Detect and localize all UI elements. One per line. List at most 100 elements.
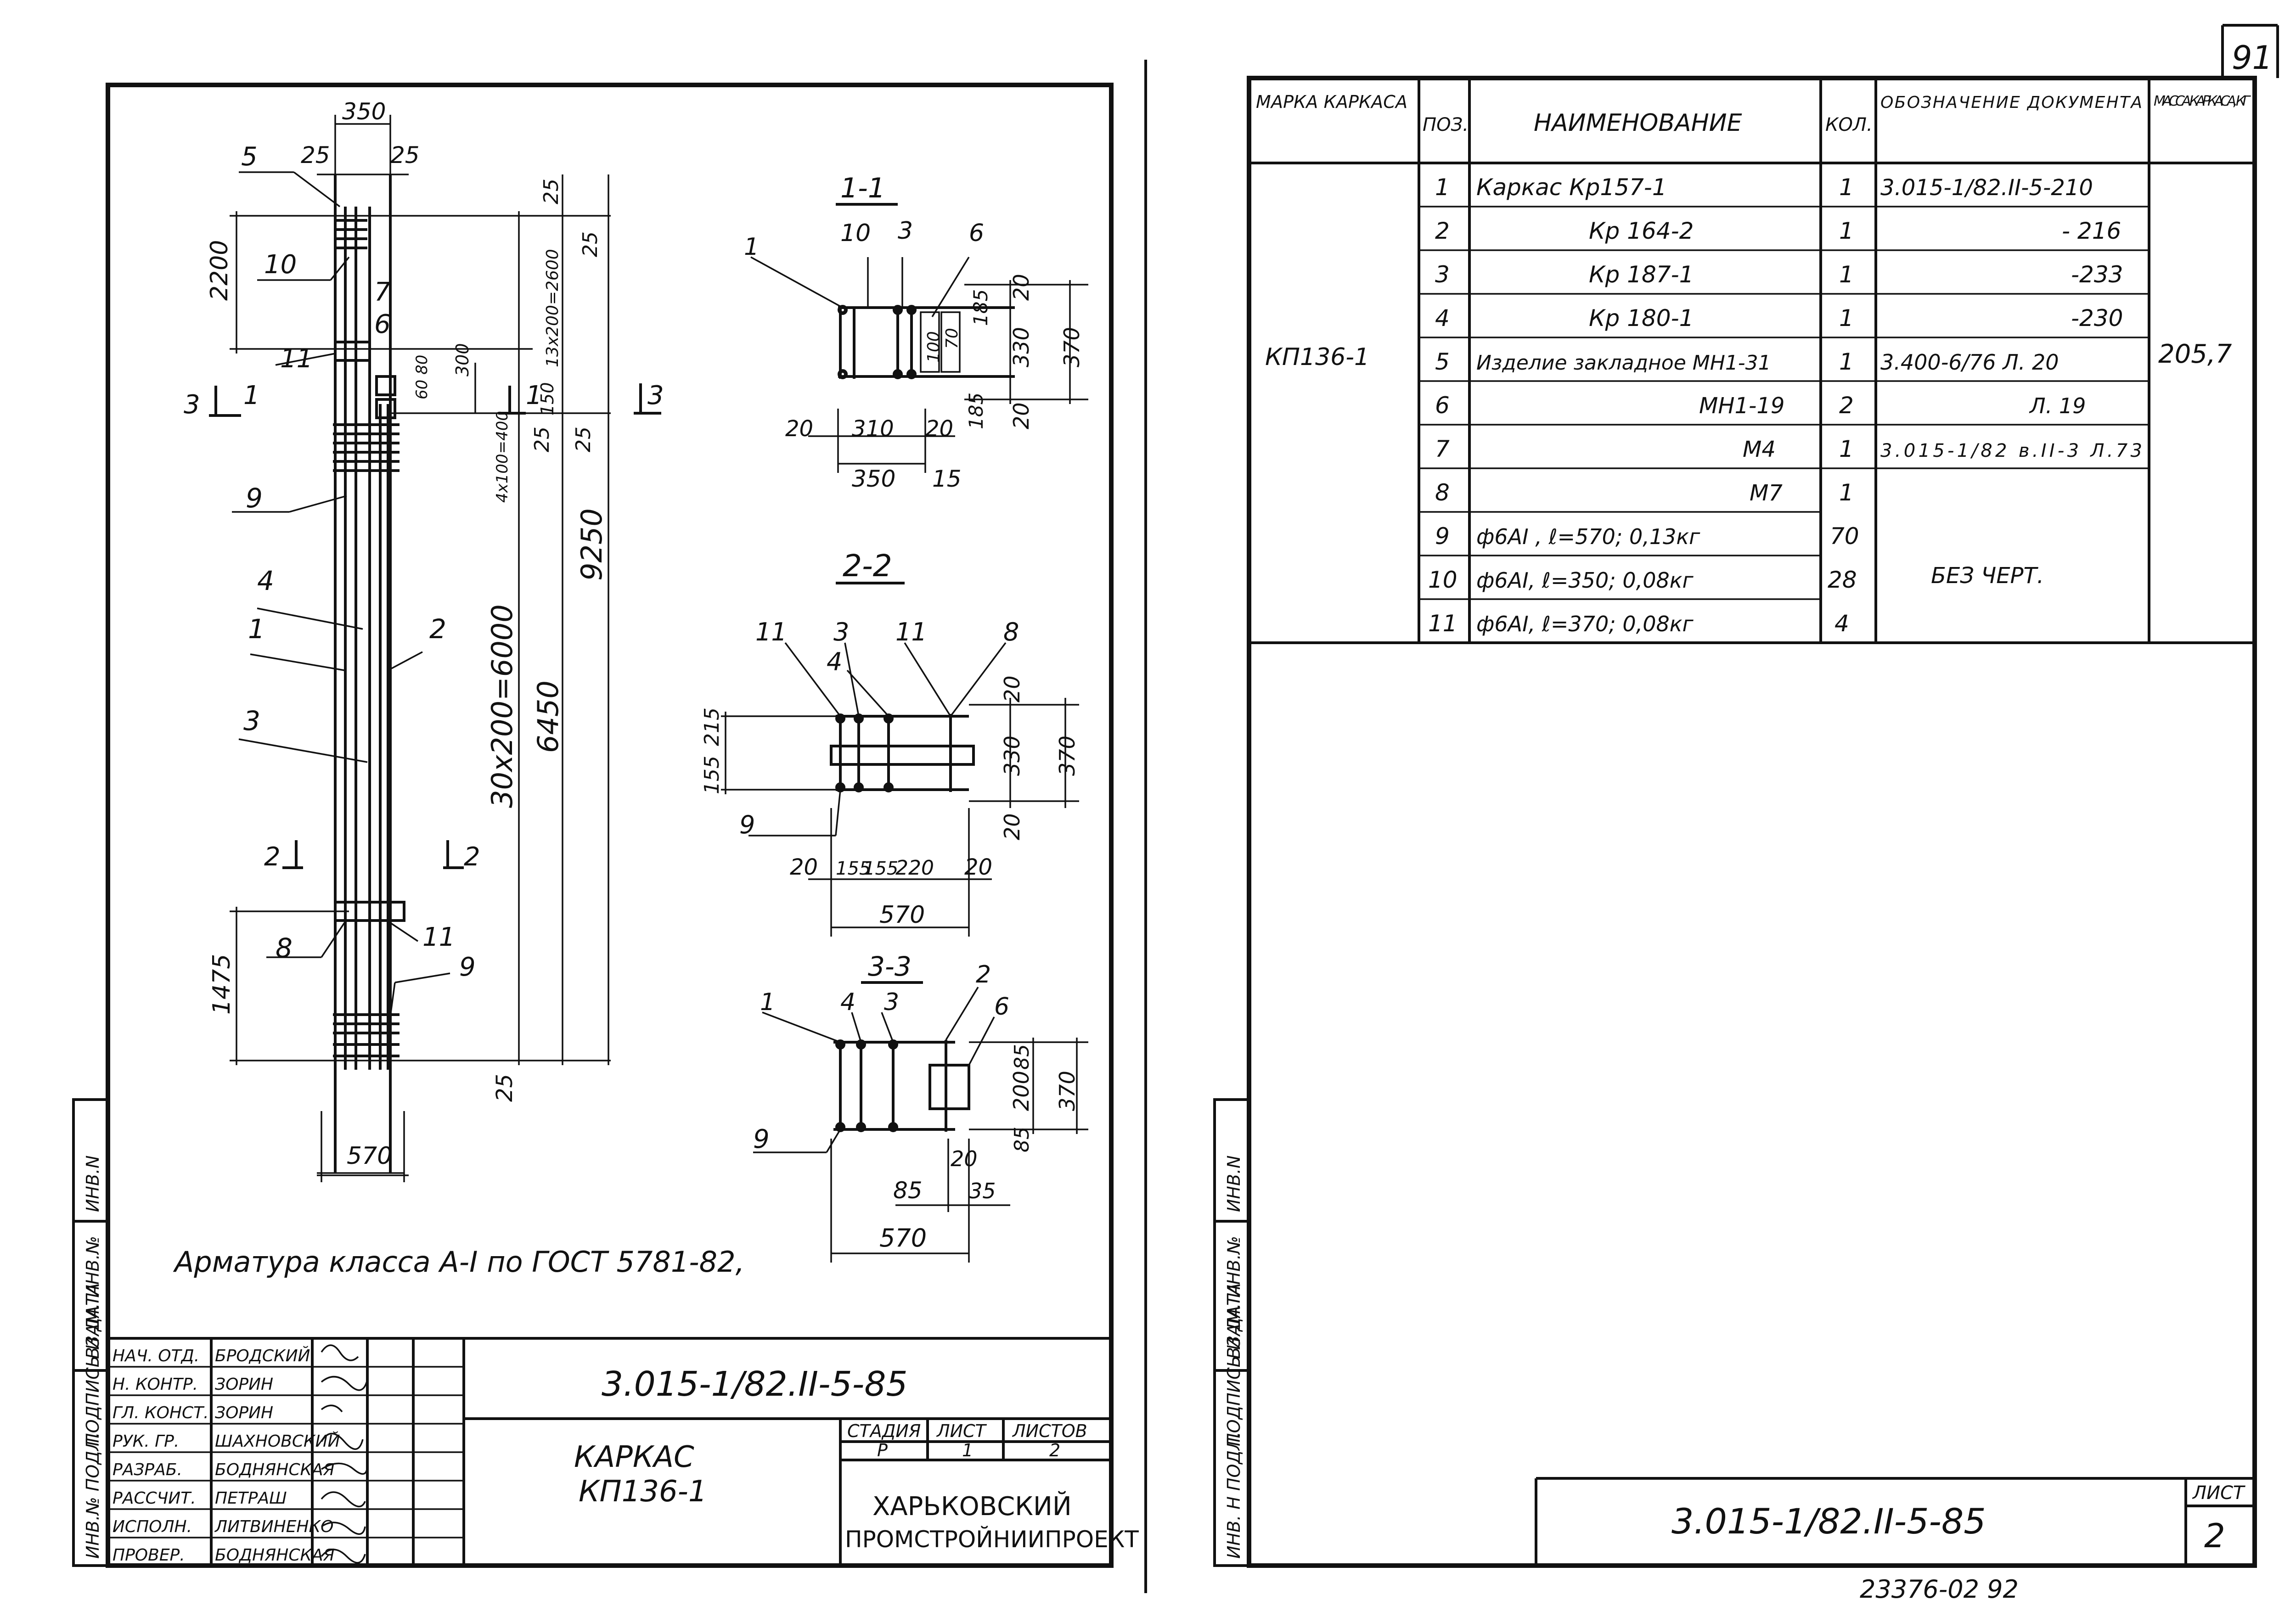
- dim-top-width: 350: [342, 98, 386, 125]
- corner-stamp: 91: [2232, 39, 2273, 77]
- row-doc: - 216: [2062, 218, 2121, 244]
- s22-callout-11-right: 11: [895, 618, 927, 646]
- spec-rows: 1 Каркас Кр157-1 1 3.015-1/82.II-5-210 2…: [1428, 174, 2142, 637]
- s33-dim-200: 200: [1009, 1071, 1034, 1111]
- s11-dim-100: 100: [924, 331, 943, 363]
- staff-name: БОДНЯНСКАЯ: [215, 1460, 335, 1479]
- staff-role: ПРОВЕР.: [113, 1546, 185, 1565]
- row-kol: 2: [1839, 392, 1854, 419]
- s33-dim-85-bottom: 85: [1010, 1127, 1034, 1152]
- row-name: Кр 187-1: [1589, 261, 1694, 288]
- callout-10: 10: [264, 250, 297, 280]
- dim-6450: 6450: [531, 680, 565, 753]
- s33-dim-570: 570: [879, 1224, 927, 1252]
- s33-callout-9: 9: [753, 1124, 770, 1154]
- row-kol: 70: [1830, 523, 1859, 550]
- th-doc: ОБОЗНАЧЕНИЕ ДОКУМЕНТА: [1880, 93, 2142, 112]
- row-doc: -233: [2071, 261, 2123, 288]
- s33-callout-3: 3: [884, 988, 899, 1016]
- row-poz: 8: [1435, 479, 1450, 506]
- s22-dim-155-side: 155: [700, 756, 724, 794]
- reinforcement-note: Арматура класса А-I по ГОСТ 5781-82,: [173, 1245, 744, 1279]
- section-mark-3-right: 3: [647, 381, 664, 410]
- section-2-2-title: 2-2: [843, 548, 892, 584]
- s22-dim-20-left: 20: [790, 854, 818, 880]
- dim-30x200: 30x200=6000: [485, 604, 519, 808]
- dim-25-top-b: 25: [579, 231, 602, 257]
- row-kol: 28: [1828, 567, 1857, 593]
- left-title-line1: КАРКАС: [574, 1440, 694, 1474]
- row-kol: 1: [1839, 305, 1854, 331]
- signatures: [321, 1344, 368, 1564]
- s11-callout-1: 1: [744, 233, 759, 261]
- callout-6: 6: [374, 309, 391, 339]
- s22-dim-330: 330: [1000, 736, 1024, 776]
- staff-name: БОДНЯНСКАЯ: [215, 1546, 335, 1565]
- dim-25-mid-a: 25: [530, 427, 554, 452]
- dim-60-80: 60 80: [413, 355, 431, 399]
- callout-7: 7: [374, 277, 391, 307]
- callout-9-top: 9: [246, 483, 263, 514]
- right-sheet-label: ЛИСТ: [2192, 1482, 2246, 1504]
- s33-dim-20: 20: [951, 1146, 978, 1171]
- row-kol: 1: [1839, 174, 1854, 201]
- mass-value: 205,7: [2158, 339, 2232, 369]
- s33-dim-370: 370: [1055, 1071, 1080, 1111]
- s11-dim-350: 350: [852, 466, 895, 492]
- th-kol: КОЛ.: [1825, 114, 1873, 135]
- dim-4x100: 4x100=400: [493, 411, 512, 503]
- s11-dim-20-top: 20: [1009, 274, 1034, 301]
- staff-name: БРОДСКИЙ: [215, 1346, 310, 1365]
- margin-extra: ИНВ.N: [83, 1155, 103, 1212]
- row-kol: 4: [1835, 610, 1849, 637]
- s22-callout-4: 4: [827, 647, 842, 676]
- row-poz: 3: [1435, 261, 1450, 288]
- s33-callout-1: 1: [760, 988, 775, 1016]
- elevation-view: [230, 115, 611, 1182]
- staff-name: ЗОРИН: [215, 1375, 273, 1394]
- s11-dim-185-top: 185: [969, 289, 992, 326]
- s22-dim-20-top: 20: [1000, 675, 1024, 702]
- row-poz: 10: [1428, 567, 1458, 593]
- s22-callout-3: 3: [833, 618, 849, 646]
- callout-9-bottom: 9: [459, 952, 476, 982]
- th-marka: МАРКА КАРКАСА: [1256, 92, 1407, 112]
- dim-25-mid-b: 25: [572, 427, 595, 452]
- s22-dim-155-b: 155: [863, 858, 898, 879]
- callout-11-top: 11: [280, 344, 313, 374]
- right-doc-code: 3.015-1/82.II-5-85: [1671, 1501, 1986, 1542]
- row-doc: 3.015-1/82.II-5-210: [1880, 175, 2093, 201]
- staff-role: Н. КОНТР.: [113, 1375, 198, 1394]
- row-name: МН1-19: [1699, 393, 1784, 419]
- dim-9250: 9250: [575, 508, 608, 581]
- left-title-line2: КП136-1: [579, 1475, 707, 1509]
- staff-name: ПЕТРАШ: [215, 1489, 287, 1508]
- s11-dim-20-right: 20: [925, 416, 953, 442]
- right-title-strip: [1535, 1477, 2255, 1566]
- margin-vzam: ВЗАМ. ИНВ.№: [83, 1236, 103, 1359]
- spec-table-grid: [1249, 78, 2255, 644]
- dim-bottom-width: 570: [347, 1142, 392, 1170]
- row-name: Изделие закладное МН1-31: [1476, 351, 1771, 375]
- dim-13x200: 13x200=2600: [543, 249, 562, 367]
- section-3-3-title: 3-3: [868, 951, 912, 982]
- s33-dim-85-top: 85: [1010, 1044, 1034, 1070]
- section-markers: [209, 383, 661, 869]
- s22-dim-20-right: 20: [964, 854, 992, 880]
- s22-dim-370: 370: [1055, 736, 1080, 776]
- section-2-2-view: [721, 642, 1079, 937]
- section-mark-1-left: 1: [526, 381, 542, 410]
- s11-dim-70: 70: [943, 328, 962, 349]
- row-kol: 1: [1839, 436, 1854, 462]
- staff-name: ЛИТВИНЕНКО: [214, 1517, 333, 1536]
- stage-header: СТАДИЯ: [847, 1421, 921, 1441]
- s11-dim-330: 330: [1009, 327, 1034, 367]
- org-line1: ХАРЬКОВСКИЙ: [872, 1491, 1072, 1522]
- sheets-header: ЛИСТОВ: [1012, 1421, 1087, 1441]
- s11-dim-20-bottom: 20: [1009, 402, 1034, 429]
- s11-dim-370: 370: [1059, 327, 1084, 367]
- s33-callout-2: 2: [976, 961, 991, 988]
- row-poz: 7: [1435, 436, 1450, 462]
- staff-name: ШАХНОВСКИЙ: [215, 1432, 340, 1451]
- section-mark-2-right: 2: [464, 842, 480, 872]
